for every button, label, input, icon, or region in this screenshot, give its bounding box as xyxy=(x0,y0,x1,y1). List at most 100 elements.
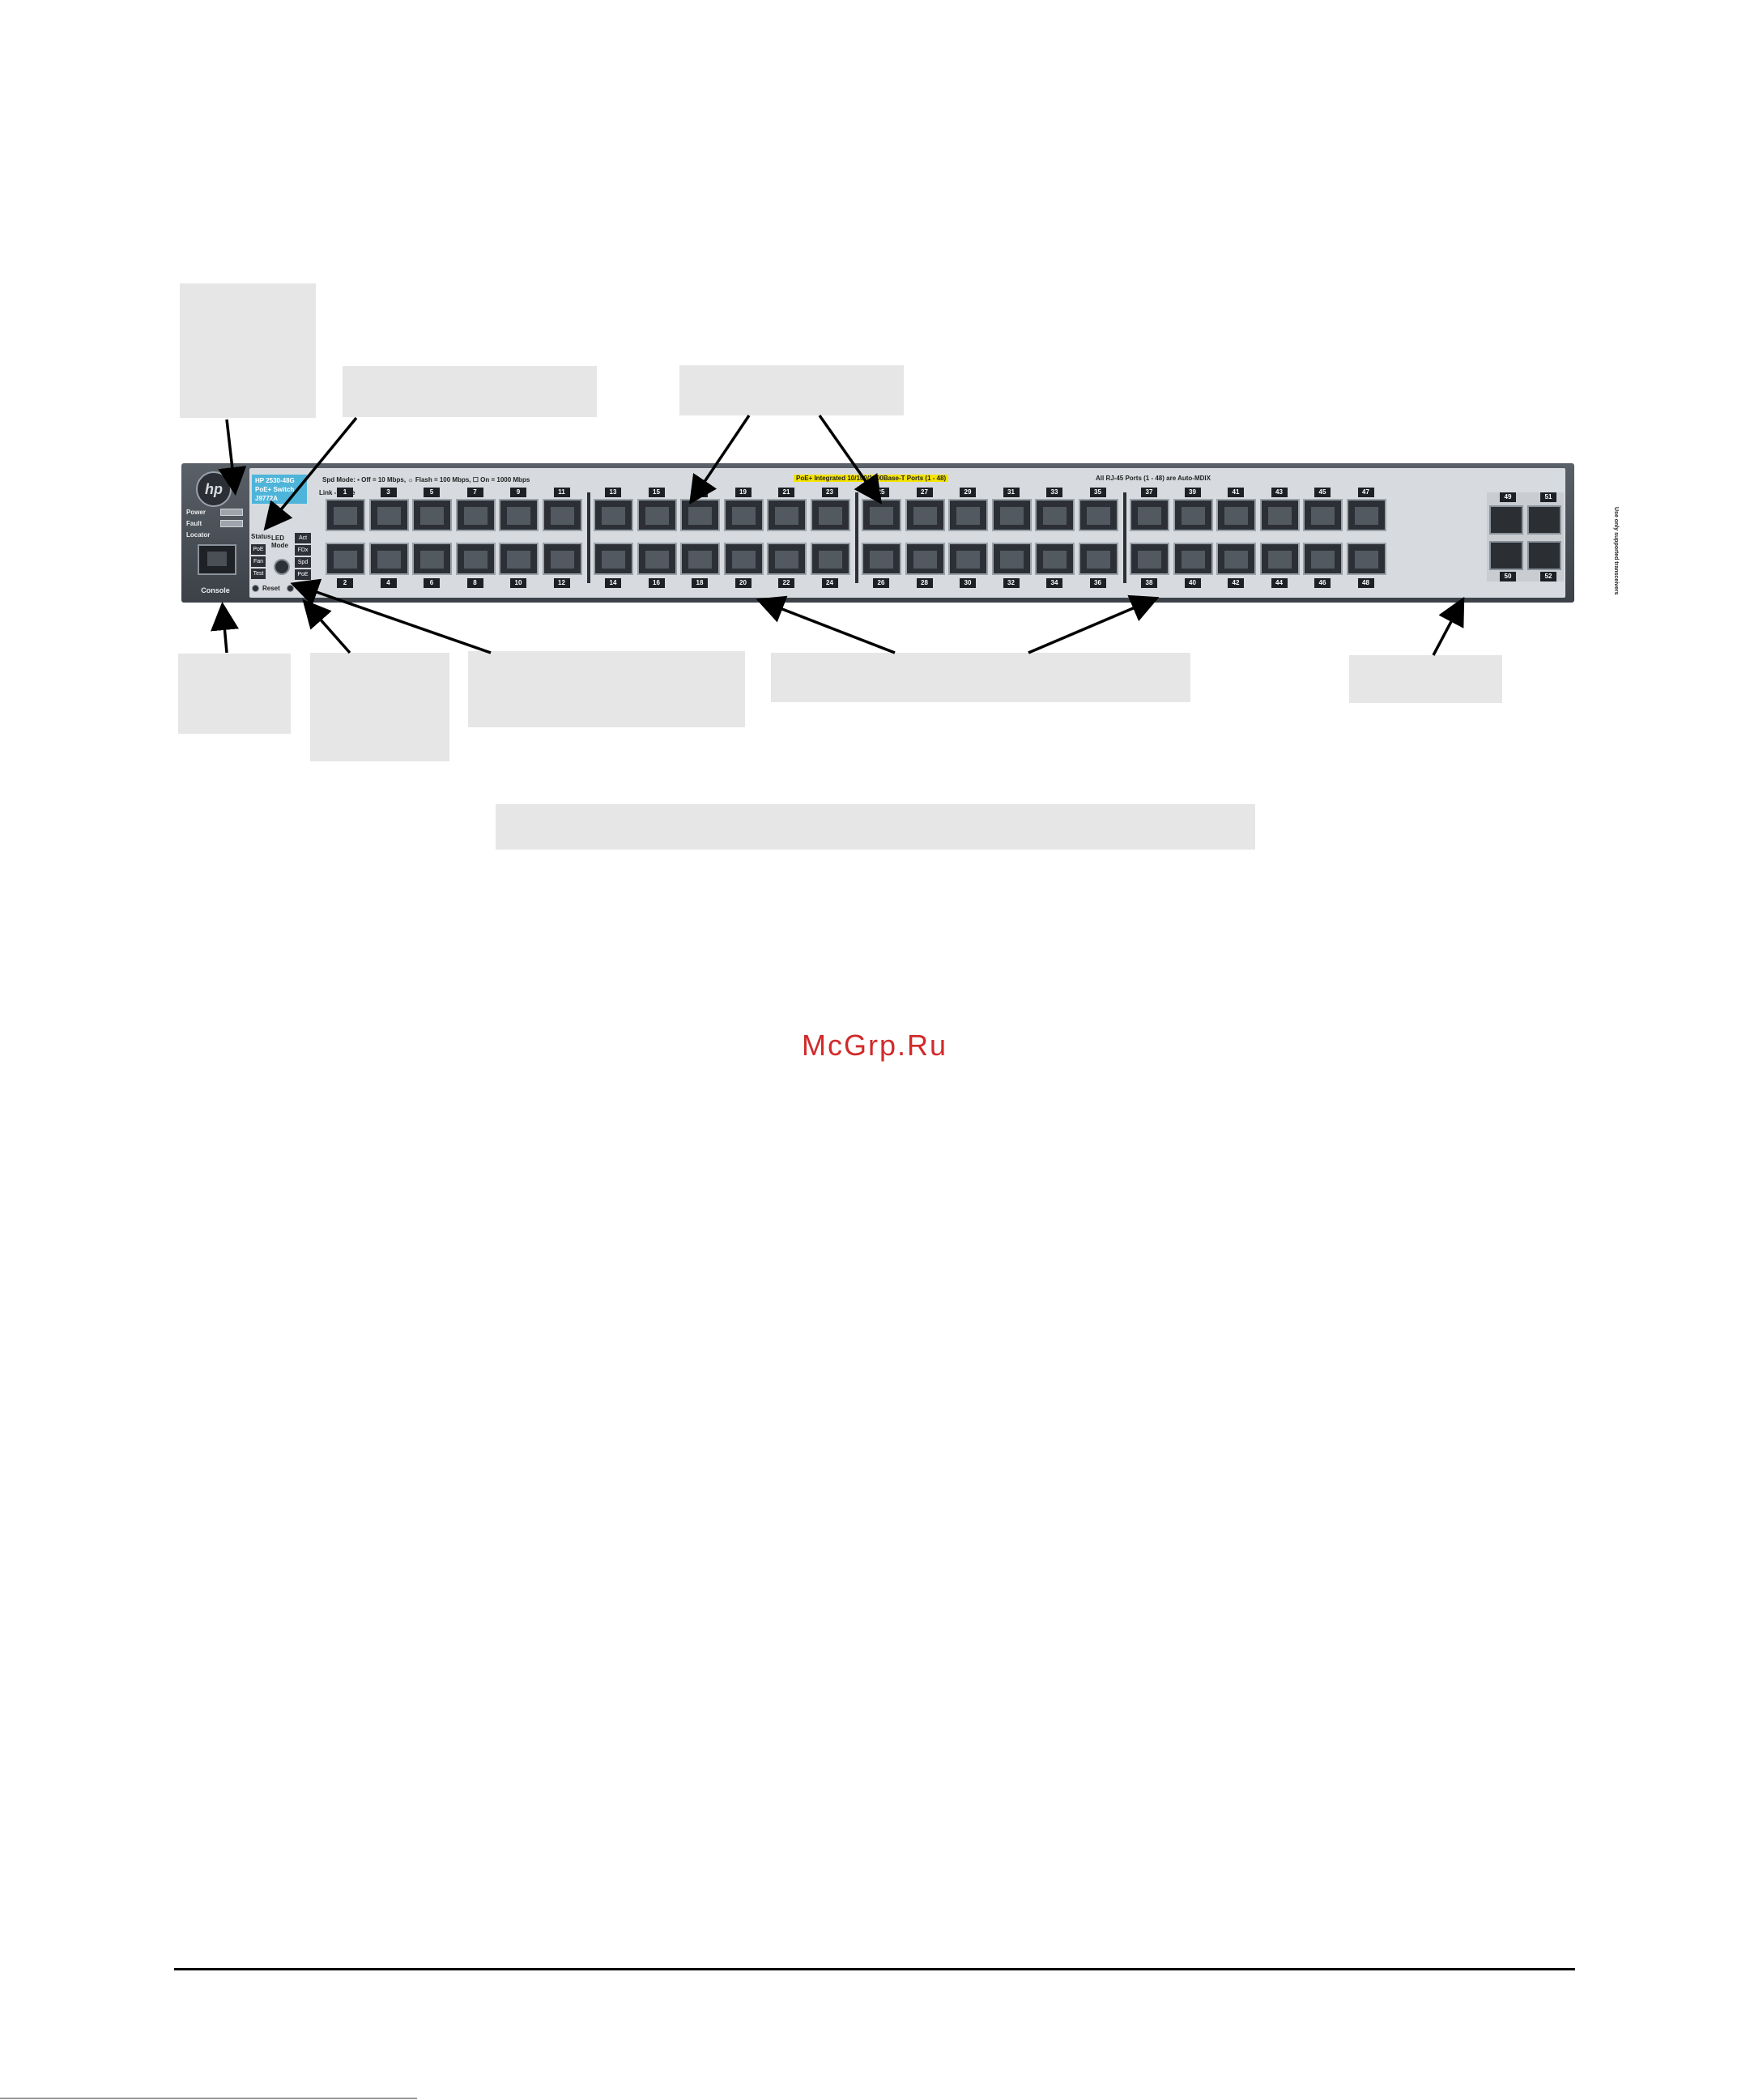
rj45-port-20[interactable] xyxy=(723,543,764,575)
rj45-port-43[interactable] xyxy=(1259,499,1300,531)
arrow-reset xyxy=(302,598,351,654)
port-number-top: 27 xyxy=(916,488,933,497)
rj45-port-29[interactable] xyxy=(948,499,988,531)
clear-button[interactable] xyxy=(287,585,294,592)
rj45-port-40[interactable] xyxy=(1173,543,1213,575)
rj45-port-17[interactable] xyxy=(680,499,720,531)
rj45-port-32[interactable] xyxy=(991,543,1032,575)
rj45-port-16[interactable] xyxy=(637,543,677,575)
rj45-port-31[interactable] xyxy=(991,499,1032,531)
rj45-port-45[interactable] xyxy=(1303,499,1343,531)
port-number-top: 11 xyxy=(553,488,570,497)
speed-mode-legend: Spd Mode: ▪ Off = 10 Mbps, ☼ Flash = 100… xyxy=(322,476,530,483)
rj45-port-35[interactable] xyxy=(1078,499,1118,531)
sfp-port-49[interactable] xyxy=(1489,505,1523,535)
rj45-port-42[interactable] xyxy=(1216,543,1256,575)
port-number-bottom: 10 xyxy=(510,578,526,588)
rj45-port-1[interactable] xyxy=(326,499,365,531)
arrow-rj45-2 xyxy=(1028,594,1160,654)
callout-console xyxy=(178,654,291,734)
rj45-port-12[interactable] xyxy=(542,543,582,575)
sfp-port-51[interactable] xyxy=(1527,505,1561,535)
callout-leds xyxy=(180,283,316,418)
rj45-port-24[interactable] xyxy=(810,543,850,575)
port-number-bottom: 22 xyxy=(778,578,794,588)
rj45-port-37[interactable] xyxy=(1130,499,1169,531)
port-number-bottom: 48 xyxy=(1357,578,1374,588)
rj45-port-21[interactable] xyxy=(767,499,807,531)
sfp-port-50[interactable] xyxy=(1489,541,1523,570)
rj45-port-6[interactable] xyxy=(412,543,452,575)
port-number-top: 35 xyxy=(1089,488,1106,497)
rj45-port-23[interactable] xyxy=(810,499,850,531)
rj45-port-8[interactable] xyxy=(455,543,496,575)
port-number-top: 41 xyxy=(1228,488,1244,497)
port-number-bottom: 44 xyxy=(1271,578,1288,588)
rj45-port-25[interactable] xyxy=(862,499,901,531)
mode-act-led: Act xyxy=(295,533,311,543)
port-number-bottom: 2 xyxy=(337,578,353,588)
port-number-bottom: 18 xyxy=(692,578,708,588)
rj45-port-13[interactable] xyxy=(594,499,633,531)
console-port[interactable] xyxy=(198,544,236,575)
rj45-port-15[interactable] xyxy=(637,499,677,531)
rj45-port-39[interactable] xyxy=(1173,499,1213,531)
power-led-label: Power xyxy=(186,509,207,516)
clear-label: Clear xyxy=(297,585,314,592)
port-number-bottom: 4 xyxy=(380,578,397,588)
power-led xyxy=(220,509,243,516)
callout-reset xyxy=(310,653,449,761)
port-number-top: 1 xyxy=(337,488,353,497)
rj45-port-33[interactable] xyxy=(1035,499,1075,531)
port-number-bottom: 12 xyxy=(553,578,570,588)
rj45-port-22[interactable] xyxy=(767,543,807,575)
port-number-bottom: 28 xyxy=(916,578,933,588)
rj45-port-4[interactable] xyxy=(368,543,409,575)
rj45-port-11[interactable] xyxy=(542,499,582,531)
rj45-port-47[interactable] xyxy=(1346,499,1386,531)
auto-mdix-note: All RJ-45 Ports (1 - 48) are Auto-MDIX xyxy=(1096,475,1211,482)
rj45-port-10[interactable] xyxy=(499,543,539,575)
led-mode-button[interactable] xyxy=(274,559,290,575)
rj45-port-48[interactable] xyxy=(1346,543,1386,575)
rj45-port-19[interactable] xyxy=(723,499,764,531)
rj45-port-41[interactable] xyxy=(1216,499,1256,531)
rj45-port-27[interactable] xyxy=(905,499,945,531)
fault-led xyxy=(220,520,243,527)
port-bank-separator xyxy=(587,492,590,583)
rj45-port-46[interactable] xyxy=(1303,543,1343,575)
port-number-bottom: 42 xyxy=(1228,578,1244,588)
sfp-number: 51 xyxy=(1540,492,1556,502)
rj45-port-28[interactable] xyxy=(905,543,945,575)
model-line-1: HP 2530-48G xyxy=(255,477,295,484)
rj45-port-30[interactable] xyxy=(948,543,988,575)
rj45-port-36[interactable] xyxy=(1078,543,1118,575)
console-label: Console xyxy=(201,586,230,594)
hp-logo-icon: hp xyxy=(196,471,232,507)
port-number-bottom: 8 xyxy=(466,578,483,588)
rj45-port-7[interactable] xyxy=(455,499,496,531)
port-number-top: 39 xyxy=(1184,488,1201,497)
port-number-top: 25 xyxy=(873,488,889,497)
port-number-top: 43 xyxy=(1271,488,1288,497)
rj45-port-26[interactable] xyxy=(862,543,901,575)
rj45-port-9[interactable] xyxy=(499,499,539,531)
callout-status-leds xyxy=(343,366,597,417)
model-line-2: PoE+ Switch xyxy=(255,486,295,493)
rj45-port-3[interactable] xyxy=(368,499,409,531)
reset-button[interactable] xyxy=(252,585,259,592)
rj45-port-44[interactable] xyxy=(1259,543,1300,575)
rj45-port-2[interactable] xyxy=(326,543,365,575)
status-poe-led: PoE xyxy=(251,544,266,555)
port-number-top: 29 xyxy=(960,488,976,497)
rj45-port-38[interactable] xyxy=(1130,543,1169,575)
sfp-port-52[interactable] xyxy=(1527,541,1561,570)
rj45-port-18[interactable] xyxy=(680,543,720,575)
status-test-led: Test xyxy=(251,569,266,579)
callout-sfp-ports xyxy=(1349,655,1502,703)
rj45-port-14[interactable] xyxy=(594,543,633,575)
rj45-port-5[interactable] xyxy=(412,499,452,531)
rj45-port-34[interactable] xyxy=(1035,543,1075,575)
sfp-number: 49 xyxy=(1500,492,1516,502)
model-badge: HP 2530-48G PoE+ Switch J9772A xyxy=(252,475,307,504)
